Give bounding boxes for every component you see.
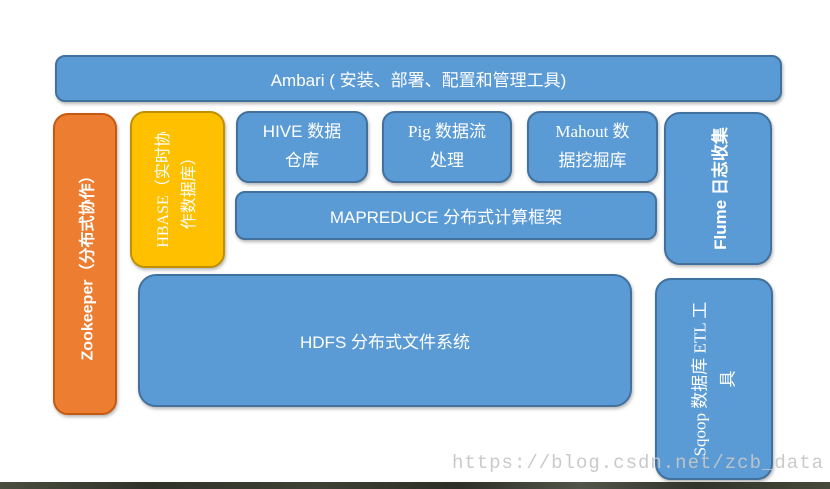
block-mapreduce: MAPREDUCE 分布式计算框架 bbox=[235, 191, 657, 240]
block-sqoop-line1: Sqoop 数据库 ETL 工 bbox=[689, 301, 709, 457]
block-hbase-line1: HBASE（实时协 bbox=[155, 131, 173, 248]
block-hive-line1: HIVE 数据 bbox=[262, 122, 342, 142]
block-flume-label: Flume 日志收集 bbox=[710, 127, 730, 250]
block-hive-label: HIVE 数据 仓库 bbox=[263, 118, 341, 176]
block-pig-line1: Pig 数据流 bbox=[408, 122, 486, 142]
block-sqoop: Sqoop 数据库 ETL 工 具 bbox=[655, 278, 773, 480]
block-pig-line2: 处理 bbox=[430, 151, 464, 170]
block-zookeeper: Zookeeper（分布式协作） bbox=[53, 113, 117, 415]
bottom-edge-bar bbox=[0, 482, 830, 489]
block-hdfs-label: HDFS 分布式文件系统 bbox=[300, 333, 470, 352]
block-hive: HIVE 数据 仓库 bbox=[236, 111, 368, 183]
block-sqoop-line2: 具 bbox=[718, 370, 738, 388]
block-mahout-line2: 据挖掘库 bbox=[558, 151, 627, 170]
block-sqoop-label: Sqoop 数据库 ETL 工 具 bbox=[686, 302, 742, 457]
block-hdfs: HDFS 分布式文件系统 bbox=[138, 274, 632, 407]
block-flume: Flume 日志收集 bbox=[664, 112, 772, 265]
block-hbase: HBASE（实时协 作数据库） bbox=[130, 111, 225, 268]
block-hbase-label: HBASE（实时协 作数据库） bbox=[151, 131, 204, 247]
block-hbase-line2: 作数据库） bbox=[181, 149, 199, 230]
block-mahout-line1: Mahout 数 bbox=[555, 122, 630, 142]
block-pig: Pig 数据流 处理 bbox=[382, 111, 512, 183]
block-ambari: Ambari ( 安装、部署、配置和管理工具) bbox=[55, 55, 782, 102]
block-zookeeper-label: Zookeeper（分布式协作） bbox=[79, 167, 97, 361]
block-pig-label: Pig 数据流 处理 bbox=[408, 118, 486, 176]
block-hive-line2: 仓库 bbox=[285, 151, 319, 170]
block-mahout: Mahout 数 据挖掘库 bbox=[527, 111, 658, 183]
block-mapreduce-label: MAPREDUCE 分布式计算框架 bbox=[329, 208, 563, 227]
block-mahout-label: Mahout 数 据挖掘库 bbox=[555, 118, 629, 176]
block-ambari-label: Ambari ( 安装、部署、配置和管理工具) bbox=[270, 71, 567, 90]
